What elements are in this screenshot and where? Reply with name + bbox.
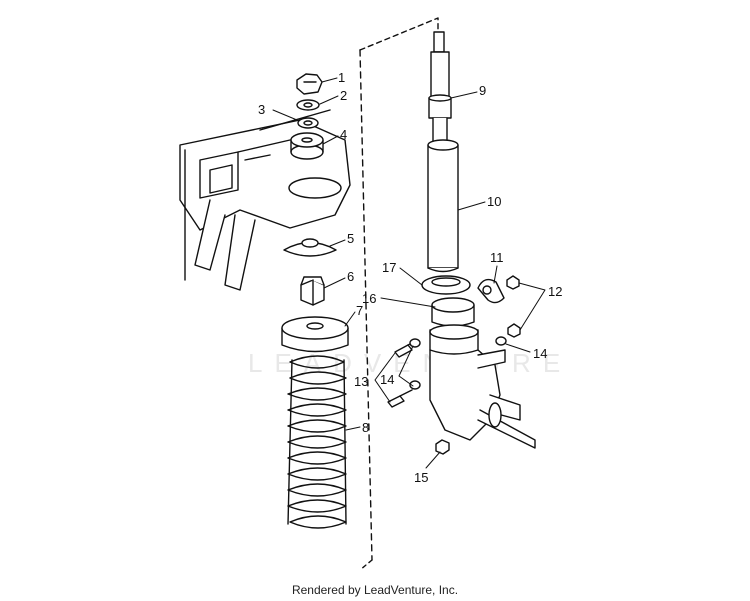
alignment-line-bottom [359,559,373,571]
callout-11: 11 [490,250,504,265]
part-10-strut-tube [427,31,459,273]
exploded-parts-diagram: LEADVENTURE [179,17,562,571]
callout-14-left: 14 [380,372,394,387]
callout-15: 15 [414,470,428,485]
part-13-bolts [387,339,419,408]
callout-17: 17 [382,260,396,275]
callout-6: 6 [347,269,354,284]
callout-10: 10 [487,194,501,209]
part-6-nut [300,276,325,306]
alignment-line-vertical [359,49,373,561]
part-7-spring-cap [281,316,349,353]
part-5-cup-washer [283,238,337,257]
callout-8: 8 [362,420,369,435]
part-15-nut [435,439,450,455]
callout-14-right: 14 [533,346,547,361]
part-4-bushing [290,132,324,160]
leader-lines [272,77,546,469]
footer-credit: Rendered by LeadVenture, Inc. [291,583,459,597]
callout-12: 12 [548,284,562,299]
part-17-plate [421,275,471,295]
callout-labels: 1 2 3 4 5 6 7 8 9 10 11 12 13 14 14 15 1… [258,70,562,485]
callout-5: 5 [347,231,354,246]
callout-7: 7 [356,303,363,318]
part-1-nut [296,73,323,95]
part-14-washers [409,336,507,390]
alignment-line-top [359,17,439,51]
callout-16: 16 [362,291,376,306]
control-arm-frame [179,109,351,291]
part-2-washer [296,99,320,111]
part-12-nuts [506,275,521,338]
part-3-washer [297,117,319,129]
callout-13: 13 [354,374,368,389]
callout-3: 3 [258,102,265,117]
callout-2: 2 [340,88,347,103]
callout-9: 9 [479,83,486,98]
part-16-seal [431,297,475,327]
spindle-housing [429,324,536,449]
callout-1: 1 [338,70,345,85]
part-8-coil-spring [287,355,347,529]
part-11-clamp [477,278,505,304]
callout-4: 4 [340,127,347,142]
